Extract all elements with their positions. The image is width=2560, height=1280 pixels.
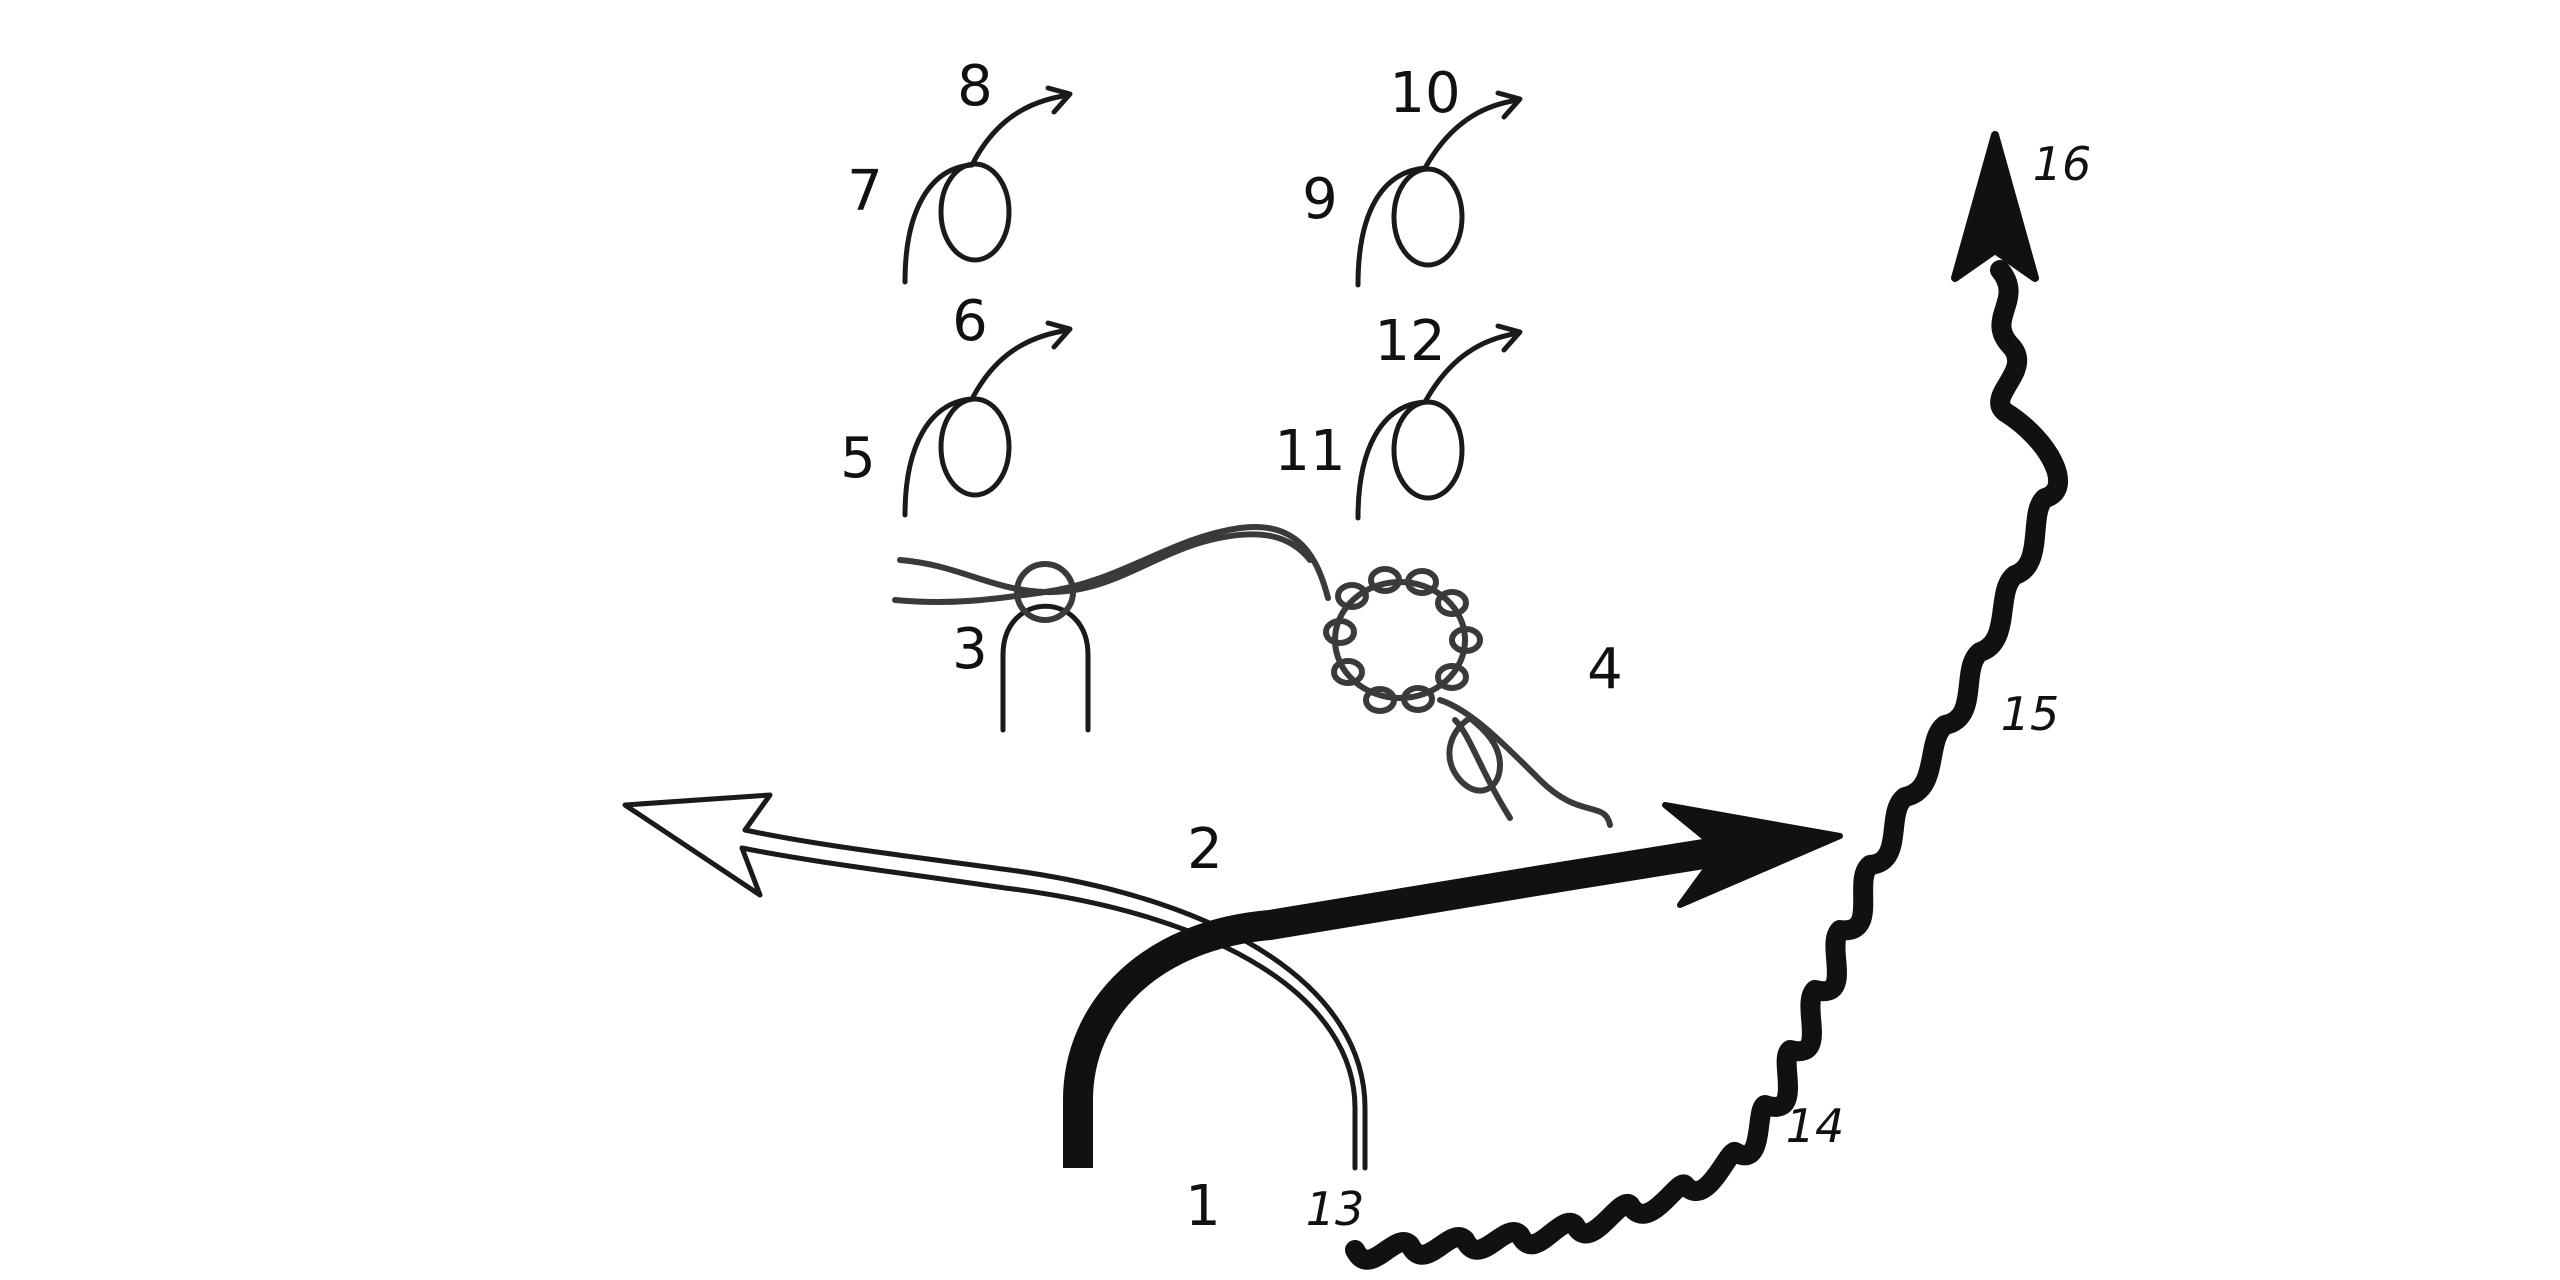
arch-with-ring [892,523,1331,733]
loop-stitch-9-10 [1355,90,1523,288]
yarn-arrow [902,327,1071,518]
outline-arrow-left [622,792,1368,1171]
label-1: 1 [1185,1174,1221,1239]
label-7: 7 [847,159,883,224]
strand-lower [892,523,1331,605]
strand-upper [897,531,1313,596]
label-3: 3 [952,617,988,682]
label-11: 11 [1274,419,1345,484]
label-4: 4 [1587,637,1623,702]
arrowhead [1495,90,1523,120]
loop-oval [938,396,1012,498]
label-14: 14 [1786,1099,1845,1153]
arch [1000,603,1091,733]
loop-oval [938,161,1012,263]
label-5: 5 [840,426,876,491]
outline-arrowhead [622,792,773,898]
loop-oval [1391,166,1465,268]
arrowhead [1045,320,1073,350]
arrowhead [1045,85,1073,115]
beaded-ring [1323,566,1613,828]
label-15: 15 [2001,687,2060,741]
arrowhead [1495,323,1523,353]
wavy-arrow-shaft [1345,260,2068,1270]
yarn-arrow [1355,97,1521,288]
wavy-arrow [1345,131,2068,1270]
label-6: 6 [952,289,988,354]
label-13: 13 [1306,1182,1365,1236]
label-8: 8 [957,54,993,119]
yarn-arrow [902,92,1071,285]
dangling-strand [1437,697,1613,828]
label-9: 9 [1302,167,1338,232]
loop-stitch-11-12 [1355,323,1523,521]
loop-stitch-5-6 [902,320,1073,518]
wavy-arrowhead [1951,131,2039,282]
loop-oval [1391,399,1465,501]
step-labels: 1 2 3 4 5 6 7 8 9 10 11 12 13 14 15 16 [840,54,2091,1239]
label-10: 10 [1389,61,1460,126]
beads [1323,566,1483,714]
yarn-arrow [1355,330,1521,521]
tassel-knot [1446,715,1503,794]
label-12: 12 [1374,309,1445,374]
label-2: 2 [1187,817,1223,882]
outline-arrow-rail-outer [742,827,1368,1171]
loop-stitch-7-8 [902,85,1073,285]
bold-arrowhead [1662,802,1843,908]
outline-arrow-rail-inner [739,845,1358,1171]
label-16: 16 [2033,137,2092,191]
bold-arrow-shaft [1063,830,1763,1168]
bold-arrow-right [1063,802,1843,1168]
